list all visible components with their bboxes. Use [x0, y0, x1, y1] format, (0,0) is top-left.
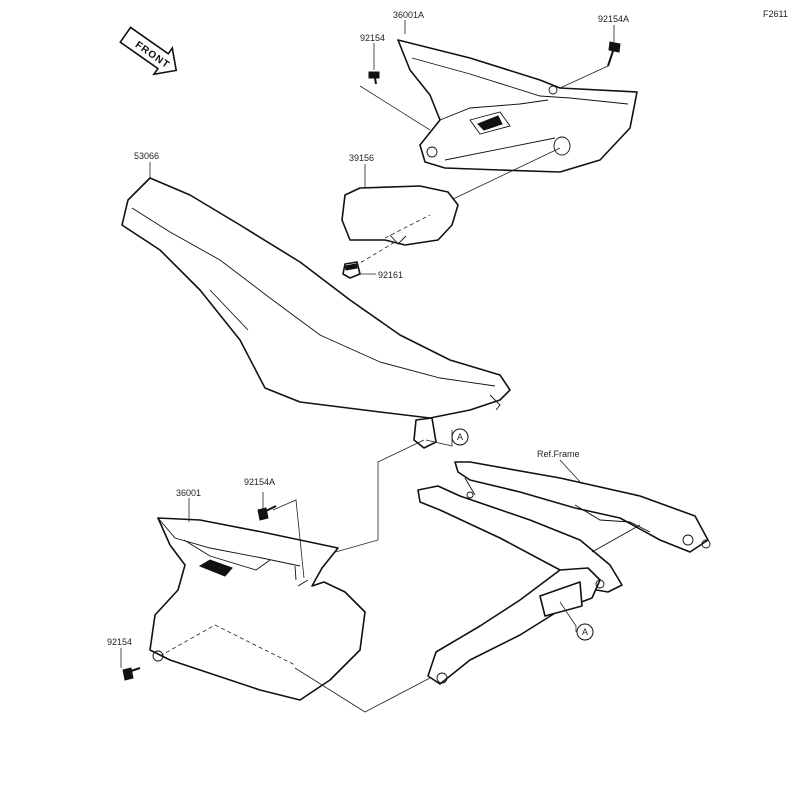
- bolt-92154-right: [368, 71, 380, 85]
- subframe: [417, 461, 711, 685]
- label-92154-left: 92154: [107, 637, 132, 647]
- side-cover-right: [397, 39, 638, 173]
- diagram-code: F2611: [763, 9, 788, 19]
- label-53066: 53066: [134, 151, 159, 161]
- pad-39156: [341, 185, 459, 246]
- label-39156: 39156: [349, 153, 374, 163]
- label-92154-top: 92154: [360, 33, 385, 43]
- label-92154a-left: 92154A: [244, 477, 275, 487]
- side-cover-left: [149, 517, 366, 701]
- ref-a-bottom: A: [576, 623, 594, 641]
- label-36001a: 36001A: [393, 10, 424, 20]
- svg-text:A: A: [582, 627, 588, 637]
- seat-53066: [121, 177, 511, 449]
- bolt-92154-left: [122, 667, 141, 681]
- front-arrow-icon: FRONT: [119, 26, 178, 76]
- ref-a-top: A: [451, 428, 469, 446]
- label-92161: 92161: [378, 270, 403, 280]
- svg-text:A: A: [457, 432, 463, 442]
- bolt-92154a-right: [607, 41, 621, 67]
- bolt-92154a-left: [257, 505, 277, 521]
- label-36001: 36001: [176, 488, 201, 498]
- label-ref-frame: Ref.Frame: [537, 449, 580, 459]
- label-92154a-top: 92154A: [598, 14, 629, 24]
